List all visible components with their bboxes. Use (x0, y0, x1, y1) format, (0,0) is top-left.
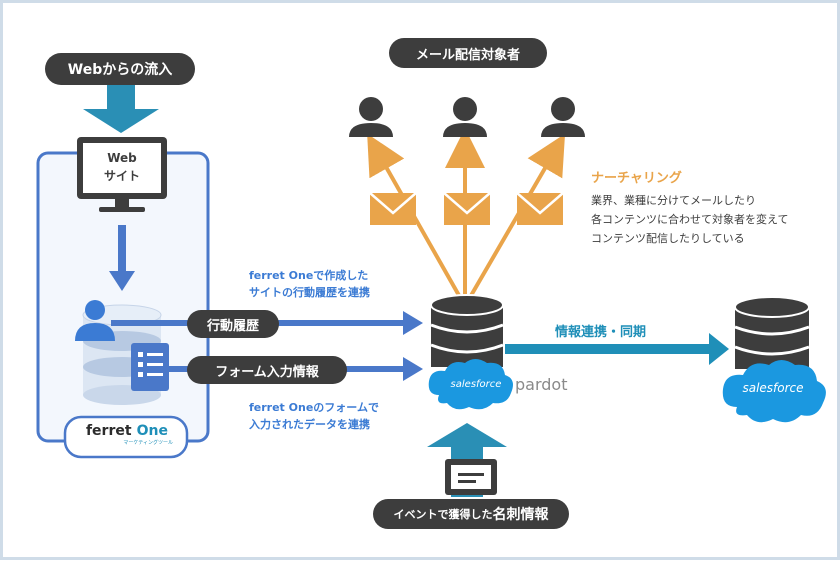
sync-arrow (505, 333, 729, 365)
form-document-icon (131, 343, 169, 391)
business-card-icon (445, 459, 497, 495)
ferret-form-note-line: 入力されたデータを連携 (249, 418, 370, 431)
mail-target-user-icon (443, 97, 487, 137)
ferret-form-note-line: ferret Oneのフォームで (249, 401, 379, 414)
ferret-site-note: ferret Oneで作成した サイトの行動履歴を連携 (249, 267, 370, 301)
inflow-arrow (83, 83, 159, 133)
mail-envelope-icon (369, 192, 417, 225)
mail-targets-label: メール配信対象者 (389, 38, 547, 68)
website-label: Web サイト (83, 149, 161, 185)
monitor-icon (77, 137, 167, 212)
pardot-database-icon (430, 294, 504, 367)
business-card-label-pre: イベントで獲得した (393, 508, 493, 521)
salesforce-database-icon (734, 296, 810, 369)
monitor-to-db-arrow (109, 225, 135, 291)
nurturing-line: 業界、業種に分けてメールしたり (591, 194, 756, 207)
nurturing-line: 各コンテンツに合わせて対象者を変えて (591, 213, 789, 226)
ferret-logo-word2: One (136, 423, 169, 439)
ferret-logo: ferret One マーケティングツール (73, 421, 181, 447)
diagram-graphics (36, 83, 826, 497)
nurturing-line: コンテンツ配信したりしている (591, 232, 745, 245)
web-inflow-label: Webからの流入 (45, 53, 195, 85)
ferret-site-note-line: サイトの行動履歴を連携 (249, 286, 370, 299)
ferret-logo-tagline: マーケティングツール (123, 440, 173, 446)
website-line1: Web (107, 151, 137, 165)
salesforce-logo-text: salesforce (742, 381, 804, 395)
sync-label: 情報連携・同期 (555, 325, 647, 340)
mail-envelope-icon (443, 192, 491, 225)
nurturing-title: ナーチャリング (591, 171, 682, 186)
salesforce-cloud-icon (722, 360, 826, 423)
salesforce-cloud-icon (428, 359, 513, 410)
pardot-label: pardot (515, 375, 568, 394)
visitor-user-icon (75, 300, 115, 341)
ferret-form-note: ferret Oneのフォームで 入力されたデータを連携 (249, 399, 379, 433)
mail-target-user-icon (541, 97, 585, 137)
website-line2: サイト (103, 169, 140, 183)
pardot-salesforce-logo-text: salesforce (450, 379, 502, 390)
ferret-logo-box (63, 415, 189, 459)
ferret-site-note-line: ferret Oneで作成した (249, 269, 369, 282)
business-card-label: イベントで獲得した 名刺情報 (373, 499, 569, 529)
nurturing-description: 業界、業種に分けてメールしたり 各コンテンツに合わせて対象者を変えて コンテンツ… (591, 191, 788, 248)
business-card-label-main: 名刺情報 (492, 507, 549, 523)
mail-envelope-icon (516, 192, 564, 225)
action-history-label: 行動履歴 (187, 310, 279, 338)
ferret-logo-word1: ferret (85, 423, 132, 439)
mail-target-user-icon (349, 97, 393, 137)
form-info-label: フォーム入力情報 (187, 356, 347, 384)
